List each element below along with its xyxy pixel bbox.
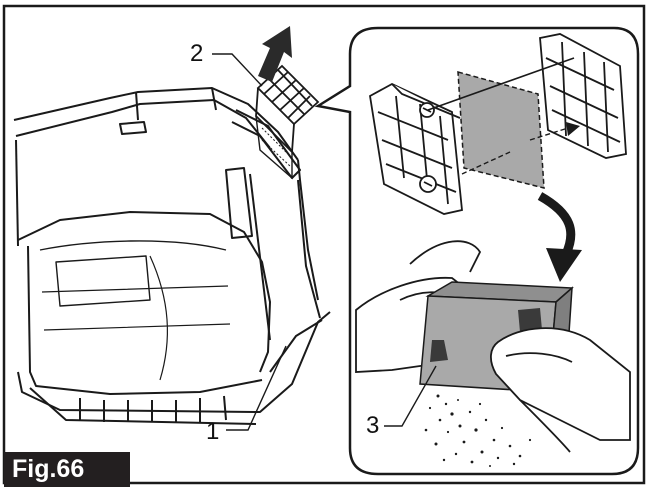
filter-in-tool (255, 64, 320, 180)
arrow-up-icon (258, 26, 292, 82)
leader-line-3 (384, 365, 437, 427)
callout-2: 2 (190, 40, 204, 67)
arrow-down-icon (537, 192, 576, 256)
filter-frame-front (369, 82, 463, 215)
callout-3: 3 (366, 412, 380, 439)
tool-body (13, 87, 331, 425)
figure-label: Fig.66 (4, 452, 130, 487)
leader-line-1 (226, 345, 287, 431)
outer-border (2, 4, 646, 485)
filter-sheet (457, 70, 545, 189)
dust-particles (424, 394, 532, 467)
assembly-line (427, 57, 575, 111)
hand-right (490, 327, 631, 453)
callout-1: 1 (206, 418, 220, 445)
leader-line-2 (212, 53, 263, 87)
